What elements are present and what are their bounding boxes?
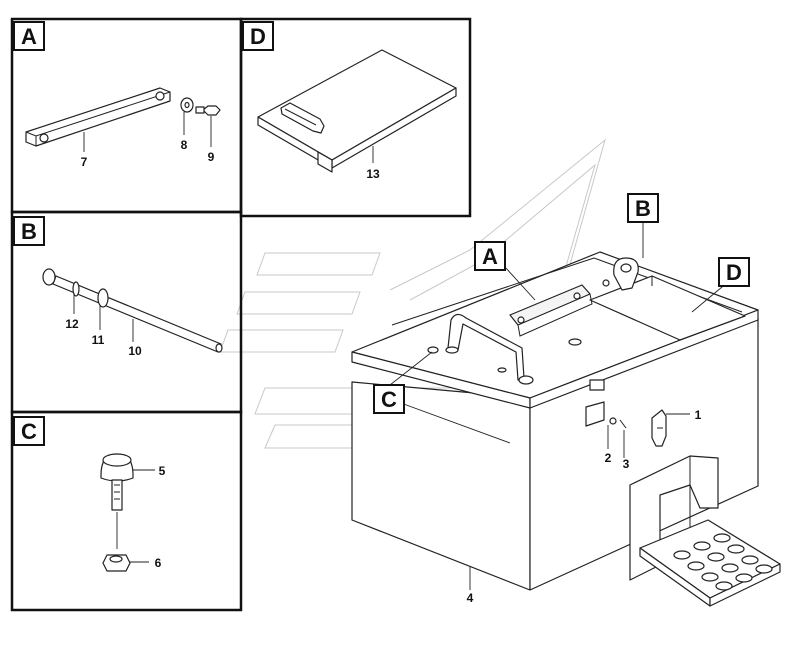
panel-c: C 5 6 [10,410,243,612]
latch-plate-part [585,401,605,427]
panel-a-label: A [21,24,37,49]
part-number-7: 7 [81,155,88,169]
part-number-8: 8 [181,138,188,152]
part-number-11: 11 [92,333,105,347]
washer-part [180,97,194,113]
latch-hook [602,257,639,291]
part-number-3: 3 [623,457,630,471]
panel-c-label: C [21,419,37,444]
lid-handle [445,313,534,385]
latch-screw-part [609,417,627,429]
step-grip-holes [673,533,773,591]
cover-plate-part [257,49,457,173]
part-number-9: 9 [208,150,215,164]
nut-part [102,554,131,572]
svg-text:D: D [726,260,742,285]
latch-lever-part [651,409,667,447]
bracket-bar-part [25,87,171,147]
callout-d: D [718,257,750,287]
part-number-6: 6 [155,556,162,570]
panel-a: A 7 8 9 [10,17,243,214]
panel-b-label: B [21,219,37,244]
svg-text:C: C [381,387,397,412]
panel-b: B 12 11 10 [10,210,243,414]
part-number-5: 5 [159,464,166,478]
rubber-stop-part [100,453,134,511]
part-number-12: 12 [65,317,79,331]
hinge-strip [509,284,593,337]
hinge-pin-part [42,268,223,353]
panel-d: D 13 [239,17,472,218]
part-number-4: 4 [467,591,474,605]
svg-text:B: B [635,196,651,221]
latch-receiver [589,379,605,391]
part-number-1: 1 [695,408,702,422]
part-number-10: 10 [128,344,142,358]
part-number-13: 13 [366,167,380,181]
callout-a: A [474,241,506,271]
callout-b: B [627,193,659,223]
panel-d-label: D [250,24,266,49]
toolbox-assembly [351,222,781,607]
part-number-2: 2 [605,451,612,465]
bolt-part [195,105,221,116]
callout-c: C [373,384,405,414]
svg-text:A: A [482,244,498,269]
